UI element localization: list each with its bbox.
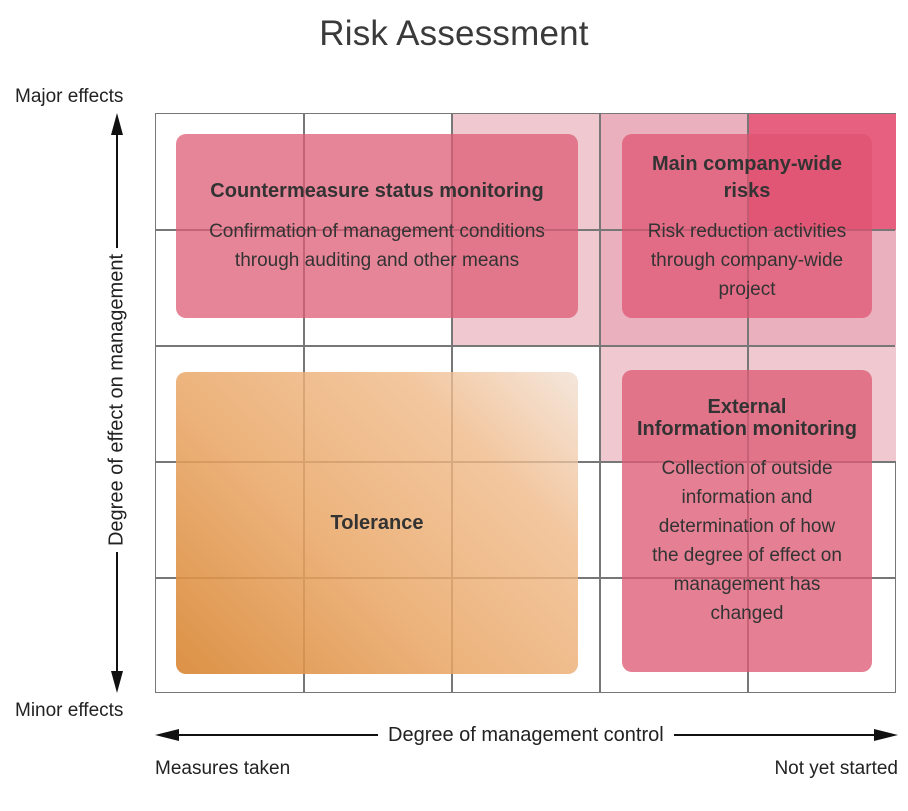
countermeasure-body: Confirmation of management conditions th… [209, 221, 545, 271]
main-risks-box: Main company-wide risks Risk reduction a… [622, 134, 872, 318]
external-heading-line2: Information monitoring [637, 418, 857, 440]
countermeasure-heading: Countermeasure status monitoring [210, 180, 544, 202]
tolerance-box: Tolerance [176, 372, 578, 674]
y-axis-bottom-label: Minor effects [15, 700, 124, 721]
y-axis-label: Degree of effect on management [105, 247, 129, 553]
y-axis-top-label: Major effects [15, 86, 124, 107]
page-title: Risk Assessment [319, 14, 589, 53]
external-body: Collection of outside information and de… [652, 458, 842, 624]
main-risks-heading: Main company-wide risks [651, 153, 843, 202]
x-axis-label: Degree of management control [378, 724, 674, 747]
external-heading-line1: External [707, 396, 787, 418]
countermeasure-box: Countermeasure status monitoring Confirm… [176, 134, 578, 318]
x-axis-right-label: Not yet started [774, 758, 898, 779]
main-risks-body: Risk reduction activities through compan… [647, 221, 847, 300]
grid-hline [156, 345, 895, 347]
x-axis-left-label: Measures taken [155, 758, 291, 779]
grid-vline [599, 114, 601, 692]
external-monitoring-box: External Information monitoring Collecti… [622, 370, 872, 672]
tolerance-heading: Tolerance [330, 511, 424, 534]
